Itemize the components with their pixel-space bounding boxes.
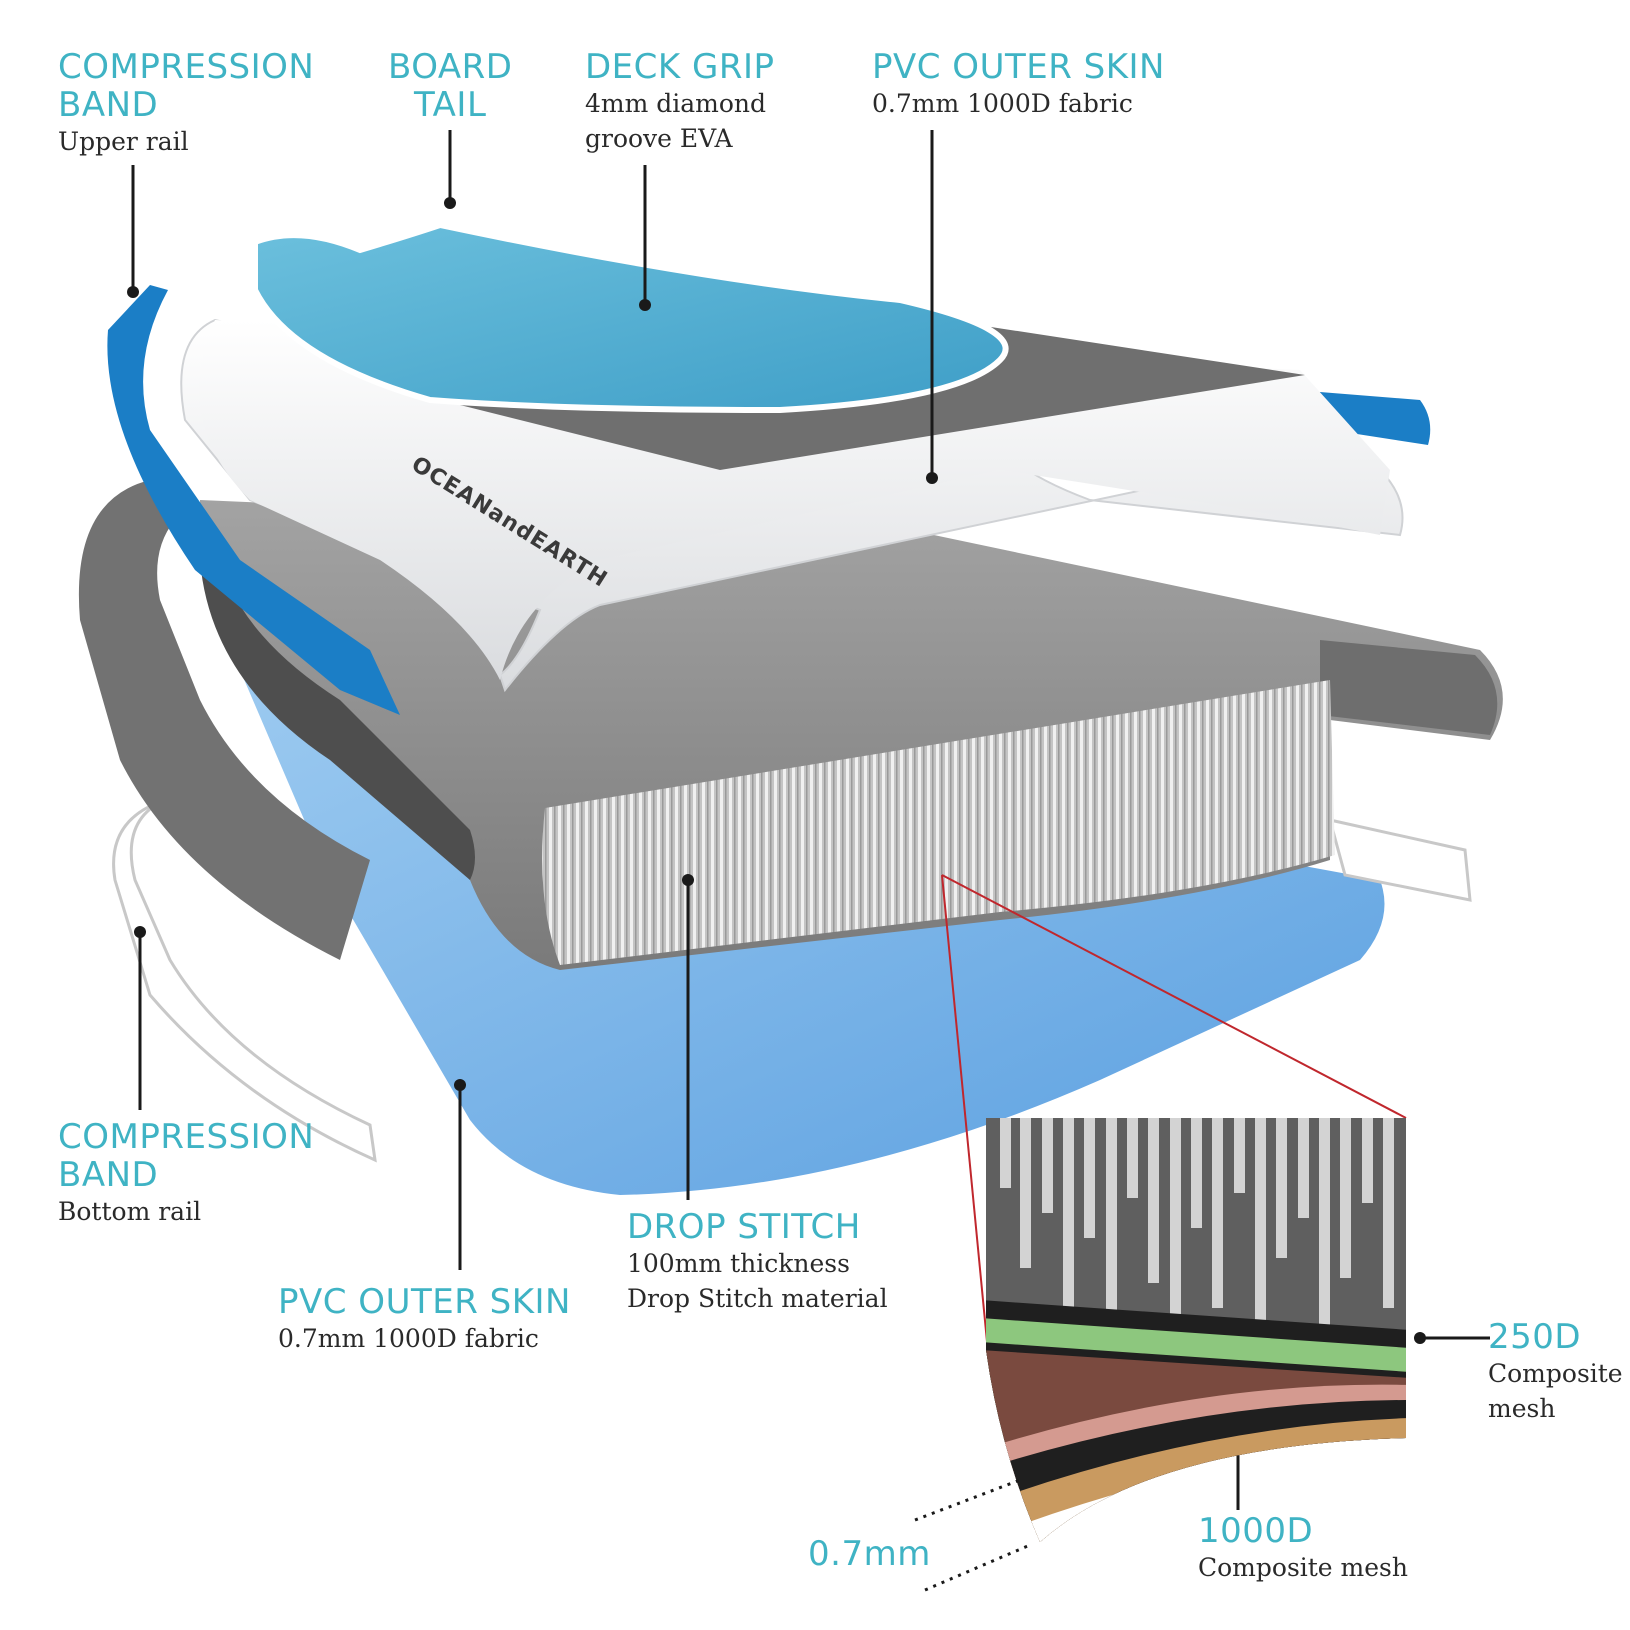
bottom-compression-band-right — [1327, 817, 1472, 902]
label-title: TAIL — [414, 85, 487, 125]
label-subtitle: mesh — [1488, 1394, 1556, 1423]
core-right-tube — [1320, 640, 1498, 735]
label-pvc-outer-skin-bottom: PVC OUTER SKIN 0.7mm 1000D fabric — [278, 1283, 571, 1356]
label-title: 1000D — [1198, 1511, 1314, 1551]
drop-stitch-fibers — [542, 680, 1335, 965]
label-title: PVC OUTER SKIN — [278, 1282, 571, 1322]
label-compression-band-bottom: COMPRESSION BAND Bottom rail — [58, 1118, 314, 1229]
upper-grey-rail-band — [78, 480, 370, 960]
label-deck-grip: DECK GRIP 4mm diamond groove EVA — [585, 48, 775, 156]
upper-blue-rail-band — [107, 285, 401, 715]
label-subtitle: 0.7mm 1000D fabric — [278, 1324, 539, 1353]
label-compression-band-upper: COMPRESSION BAND Upper rail — [58, 48, 314, 159]
label-title: 250D — [1488, 1317, 1582, 1357]
label-1000d-mesh: 1000D Composite mesh — [1198, 1512, 1408, 1585]
label-subtitle: 4mm diamond — [585, 89, 767, 118]
label-subtitle: Composite — [1488, 1359, 1623, 1388]
bottom-compression-band — [112, 798, 377, 1163]
label-subtitle: Drop Stitch material — [627, 1284, 888, 1313]
label-title: DECK GRIP — [585, 47, 775, 87]
label-title: BAND — [58, 1155, 159, 1195]
label-drop-stitch: DROP STITCH 100mm thickness Drop Stitch … — [627, 1208, 888, 1316]
label-pvc-outer-skin-top: PVC OUTER SKIN 0.7mm 1000D fabric — [872, 48, 1165, 121]
thickness-dotted-lines — [914, 1478, 1031, 1592]
label-board-tail: BOARD TAIL — [388, 48, 512, 124]
material-cross-section-inset — [986, 1118, 1406, 1542]
label-title: COMPRESSION — [58, 47, 315, 87]
label-thickness: 0.7mm — [808, 1535, 931, 1573]
label-subtitle: 0.7mm 1000D fabric — [872, 89, 1133, 118]
label-title: DROP STITCH — [627, 1207, 861, 1247]
label-title: PVC OUTER SKIN — [872, 47, 1165, 87]
label-subtitle: Upper rail — [58, 127, 189, 156]
label-title: BOARD — [388, 47, 513, 87]
deck-grip-pad — [252, 221, 1009, 414]
label-subtitle: Bottom rail — [58, 1197, 202, 1226]
label-title: COMPRESSION — [58, 1117, 315, 1157]
core-dark-edge — [200, 540, 475, 880]
label-subtitle: Composite mesh — [1198, 1553, 1408, 1582]
label-title: 0.7mm — [808, 1534, 931, 1574]
zoom-callout-lines — [941, 874, 1407, 1353]
inset-fibers — [1000, 1118, 1394, 1333]
label-title: BAND — [58, 85, 159, 125]
label-subtitle: groove EVA — [585, 124, 733, 153]
label-subtitle: 100mm thickness — [627, 1249, 850, 1278]
label-250d-mesh: 250D Composite mesh — [1488, 1318, 1623, 1426]
